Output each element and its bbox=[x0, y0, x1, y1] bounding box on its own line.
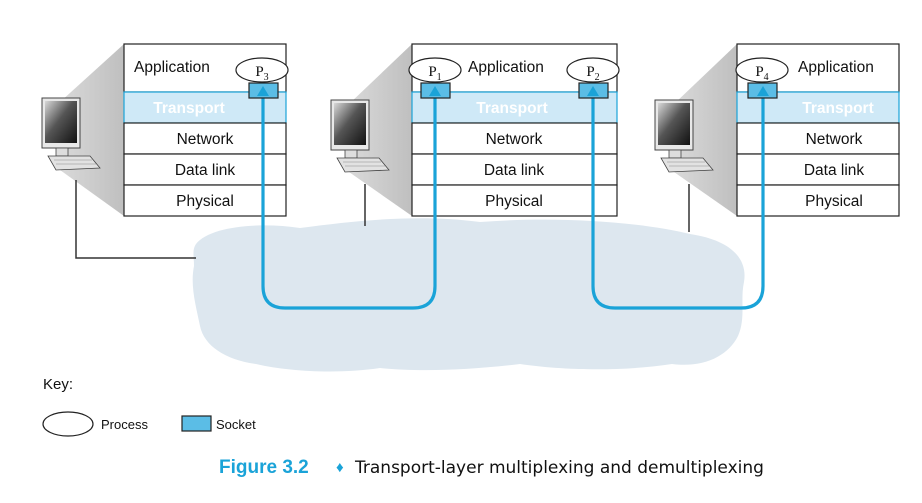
legend-socket-label: Socket bbox=[216, 417, 256, 432]
network-cloud bbox=[192, 218, 745, 372]
process-p2: P2 bbox=[566, 57, 620, 83]
legend-socket-swatch bbox=[181, 415, 212, 432]
process-p1: P1 bbox=[408, 57, 462, 83]
protocol-stack-middle: Application Transport Network Data link … bbox=[411, 43, 618, 217]
host-middle-wedge bbox=[349, 44, 412, 216]
host-right-computer-icon bbox=[654, 99, 714, 173]
legend-title: Key: bbox=[43, 376, 73, 393]
protocol-stack-right: Application Transport Network Data link … bbox=[736, 43, 900, 217]
host-right-wedge bbox=[674, 44, 737, 216]
process-p1-label: P1 bbox=[428, 64, 441, 83]
caption-separator: ♦ bbox=[336, 459, 344, 476]
physical-layer-label: Physical bbox=[485, 193, 543, 210]
host-left-wedge bbox=[60, 44, 124, 216]
process-p4-label: P4 bbox=[755, 64, 768, 83]
transport-layer-label: Transport bbox=[153, 100, 224, 117]
network-layer-label: Network bbox=[806, 131, 863, 148]
application-layer-label: Application bbox=[134, 59, 210, 76]
host-left-computer-icon bbox=[41, 97, 101, 171]
arrowhead-icon bbox=[429, 86, 441, 96]
datalink-layer-label: Data link bbox=[804, 162, 865, 179]
legend: Key: Process Socket bbox=[42, 376, 256, 437]
figure-number: Figure 3.2 bbox=[219, 457, 309, 478]
arrowhead-icon bbox=[587, 86, 599, 96]
process-p3: P3 bbox=[235, 57, 289, 83]
figure-caption: Figure 3.2 ♦ Transport-layer multiplexin… bbox=[219, 457, 764, 478]
process-p3-label: P3 bbox=[255, 64, 268, 83]
datalink-layer-label: Data link bbox=[484, 162, 545, 179]
process-p2-label: P2 bbox=[586, 64, 599, 83]
host-left-link bbox=[75, 180, 196, 259]
network-layer-label: Network bbox=[486, 131, 543, 148]
transport-layer-label: Transport bbox=[802, 100, 873, 117]
datalink-layer-label: Data link bbox=[175, 162, 236, 179]
application-layer-label: Application bbox=[798, 59, 874, 76]
physical-layer-label: Physical bbox=[176, 193, 234, 210]
legend-process-label: Process bbox=[101, 417, 148, 432]
process-p4: P4 bbox=[735, 57, 789, 83]
legend-process-ellipse bbox=[42, 411, 94, 437]
application-layer-label: Application bbox=[468, 59, 544, 76]
connection-path-p3-p1 bbox=[261, 96, 437, 310]
arrowhead-icon bbox=[757, 86, 769, 96]
host-middle-computer-icon bbox=[330, 99, 390, 173]
figure-title: Transport-layer multiplexing and demulti… bbox=[354, 458, 764, 478]
transport-layer-label: Transport bbox=[476, 100, 547, 117]
network-layer-label: Network bbox=[177, 131, 234, 148]
physical-layer-label: Physical bbox=[805, 193, 863, 210]
connection-path-p2-p4 bbox=[591, 96, 765, 310]
arrowhead-icon bbox=[257, 86, 269, 96]
